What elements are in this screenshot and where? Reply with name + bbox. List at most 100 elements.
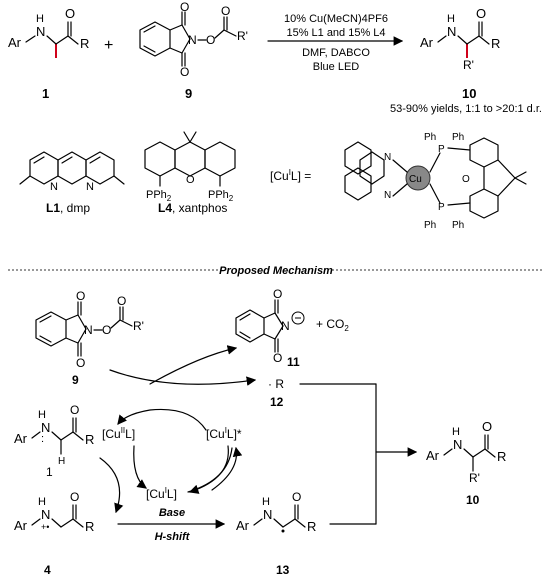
mech-label-13: 13	[276, 563, 290, 577]
arrow-to-11	[149, 345, 238, 385]
cycle-arrow-photoexcitation	[211, 446, 243, 491]
svg-text:N: N	[50, 181, 58, 193]
svg-text:Ph: Ph	[452, 220, 464, 231]
mechanism-compound-13: Ar N H O R	[236, 490, 316, 534]
svg-text:Ph: Ph	[452, 132, 464, 143]
svg-text:R': R'	[237, 29, 248, 43]
radical-cation-mark: +•	[41, 522, 49, 532]
svg-text:O: O	[102, 323, 111, 337]
svg-text:Ph: Ph	[424, 220, 436, 231]
svg-text:O: O	[70, 403, 79, 417]
svg-text:H: H	[447, 13, 455, 25]
svg-text:Ph: Ph	[424, 132, 436, 143]
svg-text:Ar: Ar	[14, 518, 28, 533]
svg-text:N: N	[384, 152, 391, 163]
svg-text:O: O	[117, 294, 126, 308]
svg-text:O: O	[70, 490, 79, 504]
svg-text:P: P	[438, 144, 445, 155]
svg-text:N: N	[41, 507, 50, 522]
lone-pair: :	[41, 433, 44, 445]
svg-text:N: N	[281, 319, 290, 333]
svg-text:R: R	[85, 519, 94, 534]
condition-ligands: 15% L1 and 15% L4	[286, 27, 385, 39]
mechanism-compound-1: Ar N H : H O R	[14, 403, 94, 467]
svg-text:O: O	[273, 287, 282, 301]
ligand-L1-structure: N N	[19, 151, 125, 193]
cu-II-species: [CuIIL]	[102, 426, 135, 441]
svg-text:R': R'	[463, 58, 474, 72]
svg-text:O: O	[180, 0, 189, 14]
cycle-arc-right	[187, 447, 233, 493]
svg-text:H: H	[452, 426, 460, 438]
svg-text:R: R	[85, 432, 94, 447]
svg-text:P: P	[438, 202, 445, 213]
svg-text:N: N	[84, 323, 93, 337]
svg-text:Ar: Ar	[426, 448, 440, 463]
mech-label-4: 4	[44, 563, 51, 577]
cu-complex-structure: N N Cu P P Ph Ph Ph Ph O	[344, 132, 527, 231]
svg-text:O: O	[65, 6, 75, 21]
plus-sign: +	[104, 37, 113, 54]
svg-text:O: O	[482, 419, 492, 434]
svg-text:Ar: Ar	[236, 518, 250, 533]
condition-solvent-base: DMF, DABCO	[302, 47, 370, 59]
compound-1-structure: Ar N H O R	[8, 6, 89, 58]
svg-text:R: R	[497, 449, 506, 464]
yield-note: 53-90% yields, 1:1 to >20:1 d.r.	[390, 103, 542, 115]
svg-text:N: N	[36, 24, 45, 39]
mech-label-12: 12	[270, 395, 284, 409]
svg-text:H: H	[58, 456, 65, 467]
label-h-shift: H-shift	[155, 531, 191, 543]
svg-text:O: O	[292, 490, 301, 504]
copper-atom	[405, 165, 431, 191]
svg-text:O: O	[76, 356, 85, 370]
mech-label-9: 9	[72, 373, 79, 387]
svg-text:Ar: Ar	[14, 431, 28, 446]
svg-text:Cu: Cu	[409, 174, 422, 185]
co2-byproduct: + CO2	[316, 317, 349, 333]
svg-text:N: N	[384, 190, 391, 201]
condition-catalyst: 10% Cu(MeCN)4PF6	[284, 13, 388, 25]
title-background	[220, 263, 332, 277]
svg-text:N: N	[86, 181, 94, 193]
arrow-oxidation	[99, 457, 124, 514]
mechanism-compound-10: Ar N H R' O R	[426, 419, 506, 485]
svg-text:R: R	[80, 36, 89, 51]
complex-label: [CuIL] =	[270, 168, 311, 183]
compound-10-structure: Ar N H R' O R	[420, 6, 500, 72]
mechanism-compound-11: O O N	[235, 287, 305, 365]
svg-text:R: R	[307, 519, 316, 534]
svg-text:N: N	[447, 24, 456, 39]
svg-text:O: O	[273, 351, 282, 365]
mechanism-title: Proposed Mechanism	[219, 265, 333, 277]
svg-text:N: N	[188, 33, 197, 47]
mech-label-10: 10	[466, 493, 480, 507]
label-compound-10: 10	[462, 86, 476, 101]
svg-text:O: O	[186, 174, 195, 186]
mechanism-compound-9: O O N O O R'	[35, 289, 144, 370]
svg-text:H: H	[36, 13, 44, 25]
label-compound-9: 9	[185, 86, 192, 101]
cu-I-excited-species: [CuIL]*	[206, 426, 242, 441]
svg-text:O: O	[462, 174, 470, 185]
mech-label-11: 11	[287, 355, 300, 369]
svg-text:H: H	[262, 496, 270, 508]
radical-R: · R	[268, 377, 284, 391]
cycle-arrow-reduction	[133, 445, 147, 489]
svg-text:N: N	[453, 437, 462, 452]
mech-label-1: 1	[46, 465, 53, 479]
svg-text:O: O	[206, 33, 215, 47]
svg-text:N: N	[263, 507, 272, 522]
ligand-L1-label: L1, dmp	[46, 201, 90, 215]
ligand-L4-label: L4, xantphos	[158, 201, 227, 215]
cycle-arrow-excitation-return	[188, 445, 229, 494]
arrow-fragmentation	[109, 369, 257, 386]
svg-text:Ar: Ar	[8, 35, 22, 50]
svg-text:R: R	[491, 36, 500, 51]
svg-text:O: O	[76, 289, 85, 303]
svg-text:Ar: Ar	[420, 35, 434, 50]
cu-I-ground-species: [CuIL]	[146, 486, 177, 501]
svg-text:R': R'	[133, 319, 144, 333]
svg-text:R': R'	[469, 471, 480, 485]
